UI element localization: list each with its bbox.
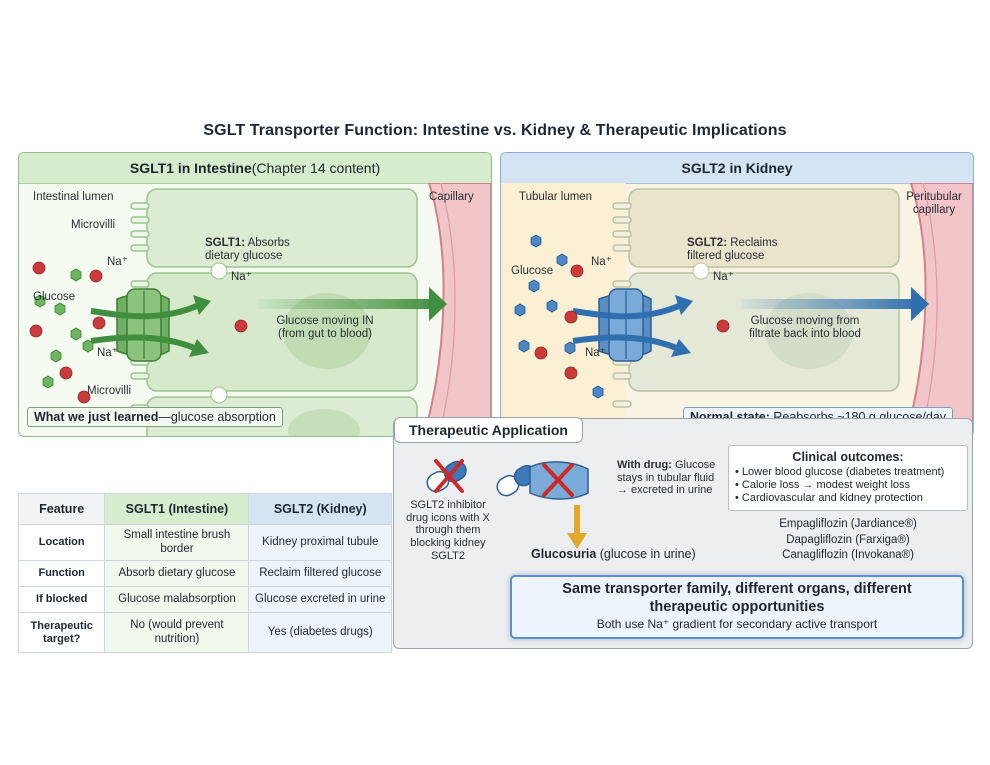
glucosuria-text: Glucosuria (glucose in urine) xyxy=(531,547,696,561)
kidney-diagram xyxy=(501,183,973,436)
glucose-label: Glucose xyxy=(511,265,554,277)
sglt1-transporter xyxy=(116,288,170,362)
microvilli-bottom-label: Microvilli xyxy=(87,385,132,397)
glucose-flow-arrow xyxy=(741,299,921,309)
glucosuria-bold: Glucosuria xyxy=(531,547,597,561)
glucose-molecules xyxy=(514,234,604,399)
sglt2-label: SGLT2: Reclaims filtered glucose xyxy=(687,237,797,263)
intestine-header-bold: SGLT1 in Intestine xyxy=(129,160,252,176)
table-cell-sglt2: Glucose excreted in urine xyxy=(248,586,392,613)
table-cell-sglt2: Yes (diabetes drugs) xyxy=(248,612,392,653)
table-cell-feature: If blocked xyxy=(17,586,106,613)
clinical-outcomes-box: Clinical outcomes: • Lower blood glucose… xyxy=(728,445,968,511)
comparison-table: Feature SGLT1 (Intestine) SGLT2 (Kidney)… xyxy=(17,493,392,653)
nucleus xyxy=(765,293,853,369)
table-row: Therapeutic target? No (would prevent nu… xyxy=(17,612,392,653)
glucose-moving-label: Glucose moving from filtrate back into b… xyxy=(749,315,861,341)
na-bottom-label: Na⁺ xyxy=(585,347,606,359)
intestine-footer-rest: —glucose absorption xyxy=(158,410,276,424)
intestine-footer-bold: What we just learned xyxy=(34,410,159,424)
table-cell-sglt1: Glucose malabsorption xyxy=(104,586,250,613)
kidney-panel: SGLT2 in Kidney xyxy=(500,152,974,437)
sglt1-label: SGLT1: Absorbs dietary glucose xyxy=(205,237,315,263)
sodium-ions xyxy=(534,264,730,380)
sglt2-transporter xyxy=(598,288,652,362)
table-cell-sglt1: No (would prevent nutrition) xyxy=(104,612,250,653)
with-drug-text: With drug: Glucose stays in tubular flui… xyxy=(617,459,717,497)
outcome-item: • Cardiovascular and kidney protection xyxy=(735,492,923,505)
table-cell-feature: Location xyxy=(17,524,106,561)
page-title: SGLT Transporter Function: Intestine vs.… xyxy=(203,122,787,139)
table-header-row: Feature SGLT1 (Intestine) SGLT2 (Kidney) xyxy=(17,493,392,525)
glucose-molecules xyxy=(34,268,94,389)
intestine-panel: SGLT1 in Intestine (Chapter 14 content) xyxy=(18,152,492,437)
na-inside-label: Na⁺ xyxy=(231,271,252,283)
drug-icons xyxy=(426,459,589,500)
na-inside-label: Na⁺ xyxy=(713,271,734,283)
with-drug-rest: Glucose stays in tubular fluid → excrete… xyxy=(617,459,716,497)
microvilli-top-label: Microvilli xyxy=(71,219,116,231)
outcome-item: • Calorie loss → modest weight loss xyxy=(735,479,911,492)
glucose-label: Glucose xyxy=(33,291,76,303)
na-top-label: Na⁺ xyxy=(591,256,612,268)
x-mark-icon xyxy=(434,459,464,493)
x-mark-icon xyxy=(542,463,574,497)
glucosuria-rest: (glucose in urine) xyxy=(596,547,696,561)
table-row: Location Small intestine brush border Ki… xyxy=(17,524,392,561)
table-row: Function Absorb dietary glucose Reclaim … xyxy=(17,560,392,587)
sglt2-label-rest: Reclaims filtered glucose xyxy=(687,237,778,263)
table-header-sglt2: SGLT2 (Kidney) xyxy=(248,493,392,525)
nucleus-lower xyxy=(288,409,360,436)
with-drug-bold: With drug: xyxy=(617,459,672,471)
summary-title: Same transporter family, different organ… xyxy=(562,581,912,615)
na-top-label: Na⁺ xyxy=(107,256,128,268)
sodium-ions xyxy=(29,261,248,404)
intestinal-lumen-label: Intestinal lumen xyxy=(33,191,114,203)
therapeutic-panel: Therapeutic Application SGLT2 inhibitor … xyxy=(393,417,973,649)
intestine-diagram xyxy=(29,183,491,436)
outcome-item: • Lower blood glucose (diabetes treatmen… xyxy=(735,466,945,478)
summary-subtitle: Both use Na⁺ gradient for secondary acti… xyxy=(596,617,878,632)
drug-name: Empagliflozin (Jardiance®) xyxy=(779,518,917,530)
tubule-cell-top xyxy=(628,188,900,268)
table-cell-sglt2: Kidney proximal tubule xyxy=(248,524,392,561)
nucleus xyxy=(283,293,371,369)
table-cell-sglt1: Small intestine brush border xyxy=(104,524,250,561)
drug-name: Canagliflozin (Invokana®) xyxy=(782,549,914,562)
table-header-feature: Feature xyxy=(17,493,106,525)
intestine-panel-header: SGLT1 in Intestine (Chapter 14 content) xyxy=(19,153,491,184)
capillary-label: Capillary xyxy=(429,191,474,203)
sglt1-label-rest: Absorbs dietary glucose xyxy=(205,237,290,263)
summary-box: Same transporter family, different organ… xyxy=(510,575,964,639)
intestinal-cell-top xyxy=(146,188,418,268)
kidney-panel-header: SGLT2 in Kidney xyxy=(501,153,973,184)
intestine-header-rest: (Chapter 14 content) xyxy=(251,160,381,176)
table-cell-feature: Therapeutic target? xyxy=(17,612,106,653)
urine-arrow-icon xyxy=(567,505,587,549)
table-header-sglt1: SGLT1 (Intestine) xyxy=(104,493,250,525)
tubular-lumen-label: Tubular lumen xyxy=(519,191,593,203)
sglt1-label-bold: SGLT1: xyxy=(205,237,246,249)
glucose-flow-arrow xyxy=(259,299,439,309)
na-bottom-label: Na⁺ xyxy=(97,347,118,359)
drug-name: Dapagliflozin (Farxiga®) xyxy=(786,533,910,546)
drug-list: Empagliflozin (Jardiance®) Dapagliflozin… xyxy=(728,517,968,564)
drug-caption: SGLT2 inhibitor drug icons with X throug… xyxy=(406,499,490,562)
table-cell-sglt1: Absorb dietary glucose xyxy=(104,560,250,587)
table-cell-sglt2: Reclaim filtered glucose xyxy=(248,560,392,587)
glucose-moving-label: Glucose moving IN (from gut to blood) xyxy=(276,315,374,341)
therapeutic-header: Therapeutic Application xyxy=(394,417,583,443)
table-cell-feature: Function xyxy=(17,560,106,587)
clinical-outcomes-title: Clinical outcomes: xyxy=(792,450,904,464)
sglt2-label-bold: SGLT2: xyxy=(687,237,728,249)
peritubular-capillary-label: Peritubular capillary xyxy=(906,191,962,217)
kidney-header: SGLT2 in Kidney xyxy=(681,160,793,176)
table-row: If blocked Glucose malabsorption Glucose… xyxy=(17,586,392,613)
intestine-footer: What we just learned—glucose absorption xyxy=(27,407,283,427)
